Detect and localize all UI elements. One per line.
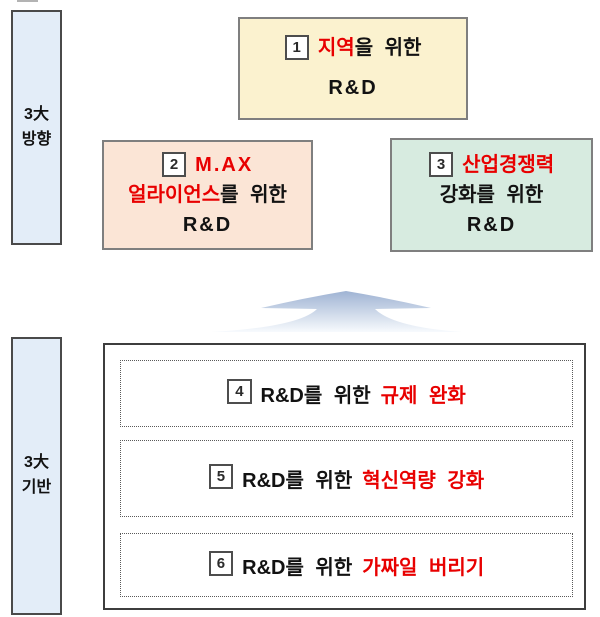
box3-highlight: 산업경쟁력 (462, 154, 555, 177)
box2-title-line: 2 M.AX (161, 152, 254, 179)
foundation-row-discard-fake-work: 6 R&D를 위한 가짜일 버리기 (120, 533, 573, 597)
box3-title-line: 3 산업경쟁력 (428, 152, 555, 179)
label-line-1: 3大 (24, 105, 49, 123)
row5-plain: R&D를 위한 (242, 470, 353, 492)
number-badge-5: 5 (208, 464, 234, 489)
direction-box-industry-competitiveness-rnd: 3 산업경쟁력 강화를 위한 R&D (390, 138, 593, 252)
up-arrow-icon (211, 291, 462, 332)
direction-box-region-rnd: 1 지역을 위한 R&D (238, 17, 468, 120)
number-badge-4: 4 (227, 379, 252, 404)
foundation-panel: 4 R&D를 위한 규제 완화 5 R&D를 위한 혁신역량 강화 6 R&D를… (103, 343, 586, 610)
number-badge-3: 3 (428, 152, 454, 178)
row6-highlight: 가짜일 버리기 (362, 556, 485, 579)
box1-plain: 을 위한 (354, 37, 422, 60)
box2-rnd-line: R&D (182, 213, 233, 236)
label-line-1: 3大 (24, 454, 49, 472)
row4-plain: R&D를 위한 (260, 385, 371, 407)
label-line-2: 방향 (21, 130, 52, 148)
edge-artifact (17, 0, 38, 2)
label-3-directions: 3大 방향 (11, 10, 62, 245)
box3-rnd-line: R&D (466, 213, 517, 236)
foundation-row-deregulation: 4 R&D를 위한 규제 완화 (120, 360, 573, 427)
direction-box-max-alliance-rnd: 2 M.AX 얼라이언스를 위한 R&D (102, 140, 313, 250)
foundation-row-innovation-capacity: 5 R&D를 위한 혁신역량 강화 (120, 440, 573, 517)
box2-highlight-2: 얼라이언스 (128, 184, 221, 207)
box1-title-line: 1 지역을 위한 (284, 35, 422, 62)
number-badge-1: 1 (284, 35, 309, 61)
number-badge-2: 2 (161, 152, 187, 178)
label-3-foundations: 3大 기반 (11, 337, 62, 615)
box2-highlight-1: M.AX (195, 154, 254, 177)
box1-highlight: 지역 (317, 37, 355, 60)
box2-second-line: 얼라이언스를 위한 (128, 182, 287, 208)
row6-plain: R&D를 위한 (242, 556, 353, 579)
box3-second-line: 강화를 위한 (439, 184, 544, 207)
box2-plain: 를 위한 (220, 184, 287, 207)
number-badge-6: 6 (208, 550, 234, 576)
row5-highlight: 혁신역량 강화 (362, 470, 485, 492)
label-line-2: 기반 (21, 479, 52, 496)
box1-rnd-line: R&D (328, 77, 378, 100)
row4-highlight: 규제 완화 (380, 385, 466, 407)
